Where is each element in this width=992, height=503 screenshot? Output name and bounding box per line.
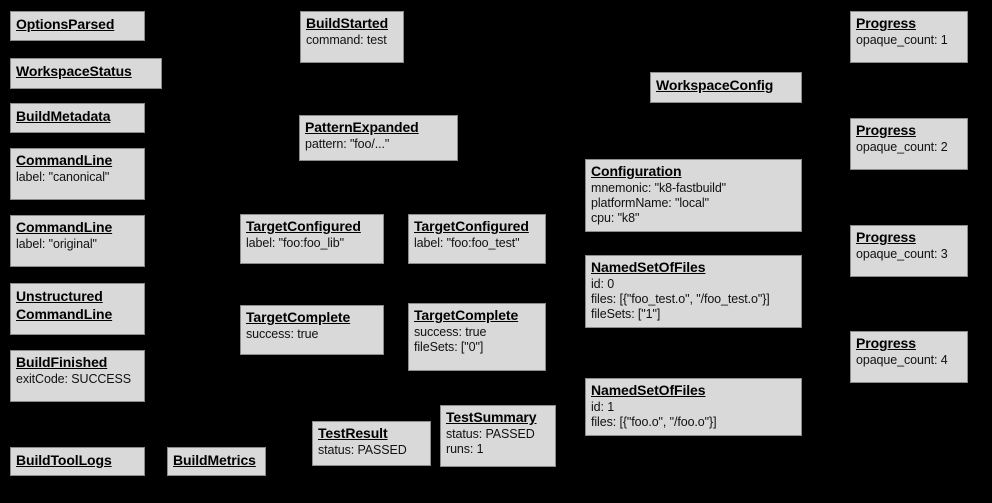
node-progress-1[interactable]: Progress opaque_count: 1 [850, 11, 968, 63]
node-title: BuildFinished [16, 354, 108, 370]
node-field: label: "foo:foo_lib" [246, 236, 344, 250]
node-field: command: test [306, 33, 387, 47]
node-title: Progress [856, 229, 916, 245]
node-progress-2[interactable]: Progress opaque_count: 2 [850, 118, 968, 170]
node-field: success: true [246, 327, 319, 341]
node-fields: opaque_count: 4 [856, 353, 962, 368]
node-build-metadata[interactable]: BuildMetadata [10, 103, 145, 133]
node-field: status: PASSED [446, 427, 535, 441]
node-fields: opaque_count: 3 [856, 247, 962, 262]
node-workspace-status[interactable]: WorkspaceStatus [10, 58, 162, 89]
node-fields: status: PASSED [318, 443, 425, 458]
node-fields: command: test [306, 33, 398, 48]
node-title: WorkspaceConfig [656, 77, 774, 93]
node-field: success: true [414, 325, 487, 339]
node-build-metrics[interactable]: BuildMetrics [167, 447, 266, 476]
node-title: TestResult [318, 425, 388, 441]
node-field: fileSets: ["1"] [591, 307, 661, 321]
node-target-complete-lib[interactable]: TargetComplete success: true [240, 305, 384, 355]
node-progress-4[interactable]: Progress opaque_count: 4 [850, 331, 968, 383]
node-title: OptionsParsed [16, 16, 115, 32]
node-title: BuildToolLogs [16, 452, 112, 468]
node-unstructured-command-line[interactable]: Unstructured CommandLine [10, 283, 145, 335]
node-field: exitCode: SUCCESS [16, 372, 132, 386]
node-build-finished[interactable]: BuildFinished exitCode: SUCCESS [10, 350, 145, 402]
node-field: id: 0 [591, 277, 615, 291]
node-field: files: [{"foo.o", "/foo.o"}] [591, 415, 717, 429]
node-fields: label: "canonical" [16, 170, 139, 185]
node-title: WorkspaceStatus [16, 63, 132, 79]
node-fields: exitCode: SUCCESS [16, 372, 139, 387]
node-fields: mnemonic: "k8-fastbuild"platformName: "l… [591, 181, 796, 226]
node-title: BuildStarted [306, 15, 389, 31]
node-title: TargetComplete [414, 307, 519, 323]
node-options-parsed[interactable]: OptionsParsed [10, 11, 145, 41]
node-field: status: PASSED [318, 443, 407, 457]
node-title: PatternExpanded [305, 119, 419, 135]
node-title: Progress [856, 335, 916, 351]
node-title: NamedSetOfFiles [591, 382, 706, 398]
node-command-line-original[interactable]: CommandLine label: "original" [10, 215, 145, 267]
node-title: CommandLine [16, 152, 113, 168]
node-field: files: [{"foo_test.o", "/foo_test.o"}] [591, 292, 770, 306]
node-field: label: "canonical" [16, 170, 110, 184]
node-field: id: 1 [591, 400, 615, 414]
node-title: Unstructured CommandLine [16, 288, 113, 322]
node-fields: opaque_count: 2 [856, 140, 962, 155]
node-title: TargetComplete [246, 309, 351, 325]
node-workspace-config[interactable]: WorkspaceConfig [650, 72, 802, 103]
node-field: runs: 1 [446, 442, 484, 456]
node-title: BuildMetadata [16, 108, 111, 124]
node-test-result[interactable]: TestResult status: PASSED [312, 421, 431, 466]
node-title: BuildMetrics [173, 452, 256, 468]
node-fields: label: "foo:foo_test" [414, 236, 540, 251]
node-field: mnemonic: "k8-fastbuild" [591, 181, 727, 195]
node-fields: success: true [246, 327, 378, 342]
node-field: platformName: "local" [591, 196, 709, 210]
node-title: Progress [856, 122, 916, 138]
node-title: Progress [856, 15, 916, 31]
node-field: label: "foo:foo_test" [414, 236, 520, 250]
node-field: opaque_count: 3 [856, 247, 948, 261]
node-field: pattern: "foo/..." [305, 137, 390, 151]
node-build-started[interactable]: BuildStarted command: test [300, 11, 404, 63]
node-build-tool-logs[interactable]: BuildToolLogs [10, 447, 145, 476]
node-field: cpu: "k8" [591, 211, 640, 225]
node-title: TargetConfigured [414, 218, 529, 234]
node-configuration[interactable]: Configuration mnemonic: "k8-fastbuild"pla… [585, 159, 802, 232]
node-field: opaque_count: 2 [856, 140, 948, 154]
node-progress-3[interactable]: Progress opaque_count: 3 [850, 225, 968, 277]
node-title: Configuration [591, 163, 682, 179]
node-field: fileSets: ["0"] [414, 340, 484, 354]
node-pattern-expanded[interactable]: PatternExpanded pattern: "foo/..." [299, 115, 458, 161]
node-field: opaque_count: 4 [856, 353, 948, 367]
node-command-line-canonical[interactable]: CommandLine label: "canonical" [10, 148, 145, 200]
node-fields: label: "foo:foo_lib" [246, 236, 378, 251]
node-field: label: "original" [16, 237, 97, 251]
node-target-configured-foo-test[interactable]: TargetConfigured label: "foo:foo_test" [408, 214, 546, 264]
node-title: TargetConfigured [246, 218, 361, 234]
node-fields: opaque_count: 1 [856, 33, 962, 48]
node-title: NamedSetOfFiles [591, 259, 706, 275]
node-field: opaque_count: 1 [856, 33, 948, 47]
node-fields: pattern: "foo/..." [305, 137, 452, 152]
node-title: CommandLine [16, 219, 113, 235]
node-fields: label: "original" [16, 237, 139, 252]
node-target-configured-foo-lib[interactable]: TargetConfigured label: "foo:foo_lib" [240, 214, 384, 264]
node-title: TestSummary [446, 409, 537, 425]
